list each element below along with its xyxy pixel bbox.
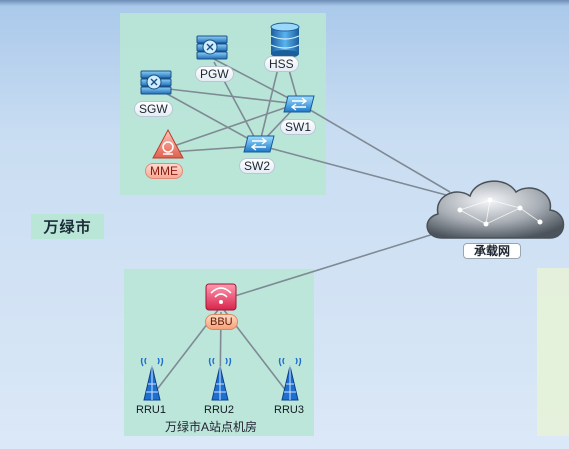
antenna-tower-icon	[140, 355, 164, 401]
hss-label: HSS	[264, 56, 299, 72]
antenna-tower-icon	[278, 355, 302, 401]
rru1-node[interactable]	[139, 355, 165, 407]
sgw-node[interactable]	[138, 67, 174, 106]
bbu-label: BBU	[205, 314, 238, 330]
bbu-icon	[205, 283, 237, 311]
rru2-label: RRU2	[204, 404, 234, 416]
sgw-label: SGW	[134, 101, 173, 117]
link-mme-sw1	[167, 103, 297, 149]
adjacent-zone	[537, 268, 569, 436]
link-sw2-cloud	[261, 145, 451, 197]
pgw-label: PGW	[195, 66, 234, 82]
link-mme-sw2	[169, 145, 259, 153]
link-bbu-cloud	[221, 231, 441, 301]
sw2-label: SW2	[239, 158, 276, 174]
server-icon	[140, 70, 172, 95]
cloud-node[interactable]	[420, 172, 569, 257]
top-bar	[0, 0, 569, 6]
antenna-tower-icon	[208, 355, 232, 401]
mme-icon	[152, 128, 184, 159]
link-sw1-cloud	[299, 103, 451, 193]
rru3-node[interactable]	[277, 355, 303, 407]
site-caption: 万绿市A站点机房	[164, 420, 257, 434]
cloud-icon	[426, 180, 565, 239]
sw2-node[interactable]	[242, 132, 276, 161]
mme-node[interactable]	[151, 128, 185, 167]
server-icon	[196, 35, 228, 60]
link-pgw-sw1	[211, 57, 297, 103]
pgw-node[interactable]	[194, 32, 230, 71]
sw1-label: SW1	[280, 119, 317, 135]
switch-icon	[243, 135, 275, 153]
cloud-label: 承载网	[463, 243, 522, 259]
city-label[interactable]: 万绿市	[31, 214, 104, 239]
rru1-label: RRU1	[136, 404, 166, 416]
database-icon	[270, 22, 300, 58]
sw1-node[interactable]	[282, 92, 316, 121]
mme-label: MME	[145, 163, 183, 179]
link-sgw-sw1	[159, 87, 299, 105]
rru3-label: RRU3	[274, 404, 304, 416]
rru2-node[interactable]	[207, 355, 233, 407]
link-sgw-sw2	[159, 89, 259, 145]
switch-icon	[283, 95, 315, 113]
bbu-node[interactable]	[204, 282, 238, 317]
